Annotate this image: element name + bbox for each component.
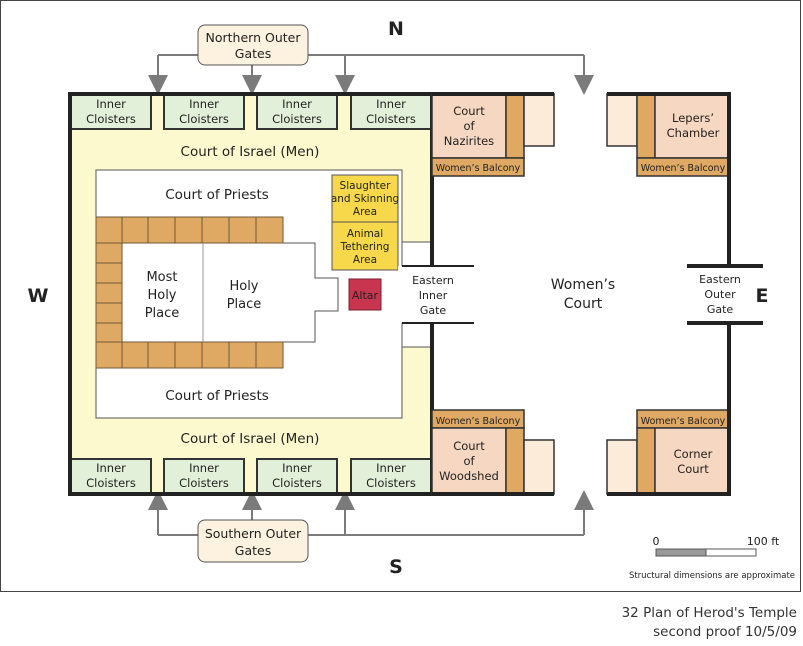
cloister-label: Cloisters	[272, 112, 322, 126]
gate-chamber	[401, 241, 433, 267]
gate-chamber	[401, 322, 433, 348]
womens-balcony-label: Women’s Balcony	[436, 163, 521, 174]
corner-court-label: Corner	[674, 447, 713, 461]
corner-block	[523, 93, 555, 147]
corner-court	[654, 427, 730, 495]
cloister-label: Cloisters	[366, 476, 416, 490]
cloister-label: Cloisters	[86, 112, 136, 126]
cloister-label: Cloisters	[366, 112, 416, 126]
court-of-woodshed-label: Court	[453, 439, 485, 453]
cloister-label: Cloisters	[179, 476, 229, 490]
svg-text:Southern Outer: Southern Outer	[205, 526, 302, 541]
stair-block	[505, 427, 525, 495]
cloister-label: Inner	[189, 97, 219, 111]
holy-place-label: Holy	[229, 279, 258, 294]
cloister-label: Inner	[96, 461, 126, 475]
womens-balcony-label: Women’s Balcony	[641, 416, 726, 427]
eastern-inner-gate-label: Gate	[420, 304, 447, 317]
svg-text:Northern Outer: Northern Outer	[206, 30, 302, 45]
northern-outer-gates-label: Northern Outer Gates	[197, 24, 309, 66]
cloister-label: Inner	[282, 97, 312, 111]
lepers-chamber	[654, 93, 730, 159]
cloister-label: Cloisters	[86, 476, 136, 490]
caption-line-2: second proof 10/5/09	[653, 624, 797, 640]
proof-caption: 32 Plan of Herod's Temple second proof 1…	[622, 604, 797, 642]
cloister-label: Inner	[96, 97, 126, 111]
compass-north: N	[388, 18, 404, 40]
lepers-chamber-label: Chamber	[667, 126, 720, 140]
womens-court-walls	[432, 92, 731, 496]
scale-bar: 0 100 ft Structural dimensions are appro…	[629, 535, 795, 581]
court-of-nazirites-label: Court	[453, 104, 485, 118]
slaughter-label: Area	[353, 206, 377, 218]
cloister-label: Inner	[376, 97, 406, 111]
cloister-label: Inner	[189, 461, 219, 475]
court-of-woodshed-label: Woodshed	[439, 469, 499, 483]
court-of-nazirites-label: Nazirites	[444, 134, 494, 148]
tethering-label: Tethering	[340, 241, 390, 253]
animal-tethering-area	[331, 221, 399, 271]
court-of-nazirites-label: of	[463, 119, 475, 133]
inner-cloisters-north	[70, 94, 432, 130]
corner-block	[523, 439, 555, 495]
eastern-inner-gate-label: Eastern	[412, 274, 454, 287]
eastern-outer-gate-label: Gate	[707, 303, 734, 316]
corner-block	[606, 93, 638, 147]
court-of-woodshed-label: of	[463, 454, 475, 468]
most-holy-place-label: Holy	[147, 288, 176, 303]
eastern-outer-gate-label: Outer	[704, 288, 736, 301]
most-holy-place-label: Most	[146, 270, 177, 285]
court-of-priests-label-south: Court of Priests	[165, 388, 269, 404]
compass-south: S	[389, 556, 403, 578]
corner-court-label: Court	[677, 462, 709, 476]
most-holy-place-label: Place	[145, 306, 180, 321]
altar-label: Altar	[352, 289, 379, 302]
side-chambers	[95, 216, 284, 369]
eastern-inner-gate-label: Inner	[419, 289, 448, 302]
compass-east: E	[756, 285, 769, 307]
svg-text:Gates: Gates	[235, 46, 271, 61]
eastern-outer-gate-label: Eastern	[699, 273, 741, 286]
eastern-outer-gate-posts	[687, 264, 763, 325]
tethering-label: Area	[353, 254, 377, 266]
court-of-israel-label-north: Court of Israel (Men)	[181, 144, 320, 160]
diagram-frame	[0, 0, 801, 592]
womens-balcony-nw	[431, 157, 525, 177]
womens-court-label: Women’s	[551, 277, 615, 293]
tethering-label: Animal	[347, 228, 383, 240]
womens-court-label: Court	[564, 296, 603, 312]
womens-balcony-label: Women’s Balcony	[641, 163, 726, 174]
scale-note: Structural dimensions are approximate	[629, 571, 795, 581]
stair-block	[636, 427, 656, 495]
court-of-woodshed	[431, 427, 507, 495]
scale-zero-label: 0	[653, 535, 660, 548]
caption-line-1: 32 Plan of Herod's Temple	[621, 605, 797, 621]
cloister-label: Inner	[376, 461, 406, 475]
stair-block	[636, 93, 656, 159]
court-of-priests-label-north: Court of Priests	[165, 187, 269, 203]
stair-block	[505, 93, 525, 159]
svg-text:Gates: Gates	[235, 543, 271, 558]
compass-west: W	[28, 285, 49, 307]
slaughter-label: and Skinning	[331, 193, 399, 205]
altar	[348, 278, 382, 311]
cloister-label: Inner	[282, 461, 312, 475]
womens-balcony-label: Women’s Balcony	[436, 416, 521, 427]
slaughter-label: Slaughter	[340, 180, 392, 192]
cloister-label: Cloisters	[179, 112, 229, 126]
lepers-chamber-label: Lepers’	[672, 111, 714, 125]
eastern-inner-gate-opening	[398, 266, 472, 323]
scale-max-label: 100 ft	[747, 535, 780, 548]
court-of-israel-label-south: Court of Israel (Men)	[181, 431, 320, 447]
southern-outer-gates-label: Southern Outer Gates	[197, 519, 309, 563]
cloister-label: Cloisters	[272, 476, 322, 490]
corner-block	[606, 439, 638, 495]
holy-place-label: Place	[227, 297, 262, 312]
